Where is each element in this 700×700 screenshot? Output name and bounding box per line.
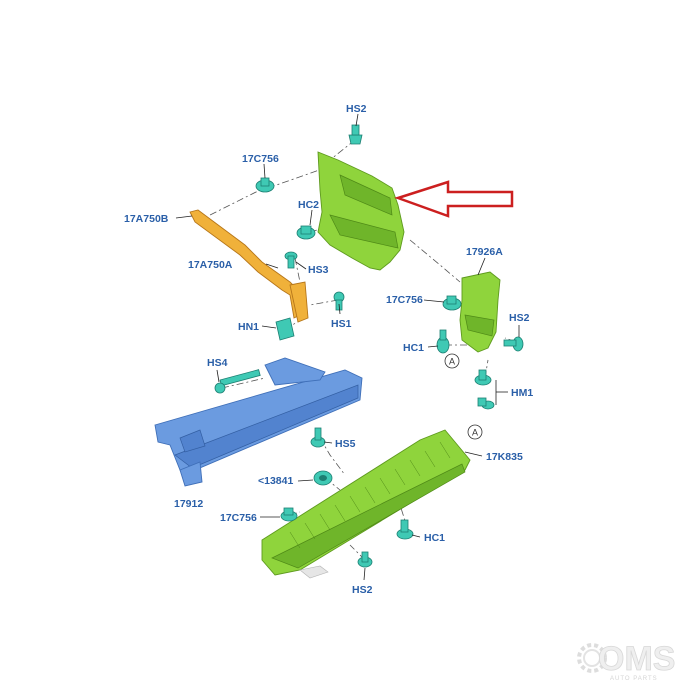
label-hc2: HC2 — [298, 199, 319, 211]
label-hs2-top: HS2 — [346, 103, 367, 115]
clip-hn1 — [275, 317, 295, 341]
svg-text:A: A — [449, 357, 455, 367]
label-17c756-top: 17C756 — [242, 153, 279, 165]
clip-17c756-top — [255, 177, 275, 193]
upper-bracket-green-part — [317, 151, 405, 271]
step-pad-17k835-part — [261, 429, 471, 579]
label-17912: 17912 — [174, 498, 203, 510]
clip-17c756-mid — [442, 295, 462, 311]
clip-hc1-low — [396, 519, 414, 540]
clip-hs2-top — [348, 124, 363, 145]
gear-icon — [577, 643, 607, 673]
label-17k835: 17K835 — [486, 451, 523, 463]
bracket-17a750-part — [189, 209, 309, 323]
label-hn1: HN1 — [238, 321, 259, 333]
clip-hm1-b — [477, 397, 495, 410]
label-13841: <13841 — [258, 475, 293, 487]
reinforcement-beam-17912-part — [154, 357, 363, 487]
label-hs3: HS3 — [308, 264, 329, 276]
clip-hs2-mid — [503, 336, 524, 352]
callout-a-mid: A — [444, 353, 460, 369]
label-hs2-mid: HS2 — [509, 312, 530, 324]
label-hc1-low: HC1 — [424, 532, 445, 544]
label-17c756-low: 17C756 — [220, 512, 257, 524]
part-labels: HS2 17C756 HC2 17A750B 17A750A HS3 HN1 H… — [124, 103, 533, 596]
label-17c756-mid: 17C756 — [386, 294, 423, 306]
side-bracket-17926a-part — [459, 271, 501, 353]
label-hs2-low: HS2 — [352, 584, 373, 596]
leader-lines — [175, 113, 520, 581]
label-17a750a: 17A750A — [188, 259, 233, 271]
clip-13841 — [313, 470, 333, 486]
label-hs5: HS5 — [335, 438, 356, 450]
clip-hc1-mid — [436, 329, 450, 354]
watermark-logo: OMS AUTO PARTS — [577, 640, 676, 682]
label-hs4: HS4 — [207, 357, 228, 369]
clip-hs3 — [284, 251, 298, 269]
svg-text:A: A — [472, 428, 478, 438]
clip-hc2 — [296, 225, 316, 240]
svg-text:AUTO PARTS: AUTO PARTS — [610, 676, 658, 682]
svg-text:OMS: OMS — [598, 640, 675, 678]
label-hs1: HS1 — [331, 318, 352, 330]
clip-hs5 — [310, 427, 326, 448]
label-hc1-mid: HC1 — [403, 342, 424, 354]
label-hm1: HM1 — [511, 387, 533, 399]
clip-hm1-a — [474, 369, 492, 386]
highlight-arrow-icon — [394, 180, 514, 218]
callout-a-low: A — [467, 424, 483, 440]
clip-17c756-low — [280, 507, 298, 522]
clip-hs4 — [214, 369, 261, 394]
fasteners — [214, 124, 524, 568]
clip-hs2-low — [357, 551, 373, 568]
label-17a750b: 17A750B — [124, 213, 169, 225]
label-17926a: 17926A — [466, 246, 503, 258]
